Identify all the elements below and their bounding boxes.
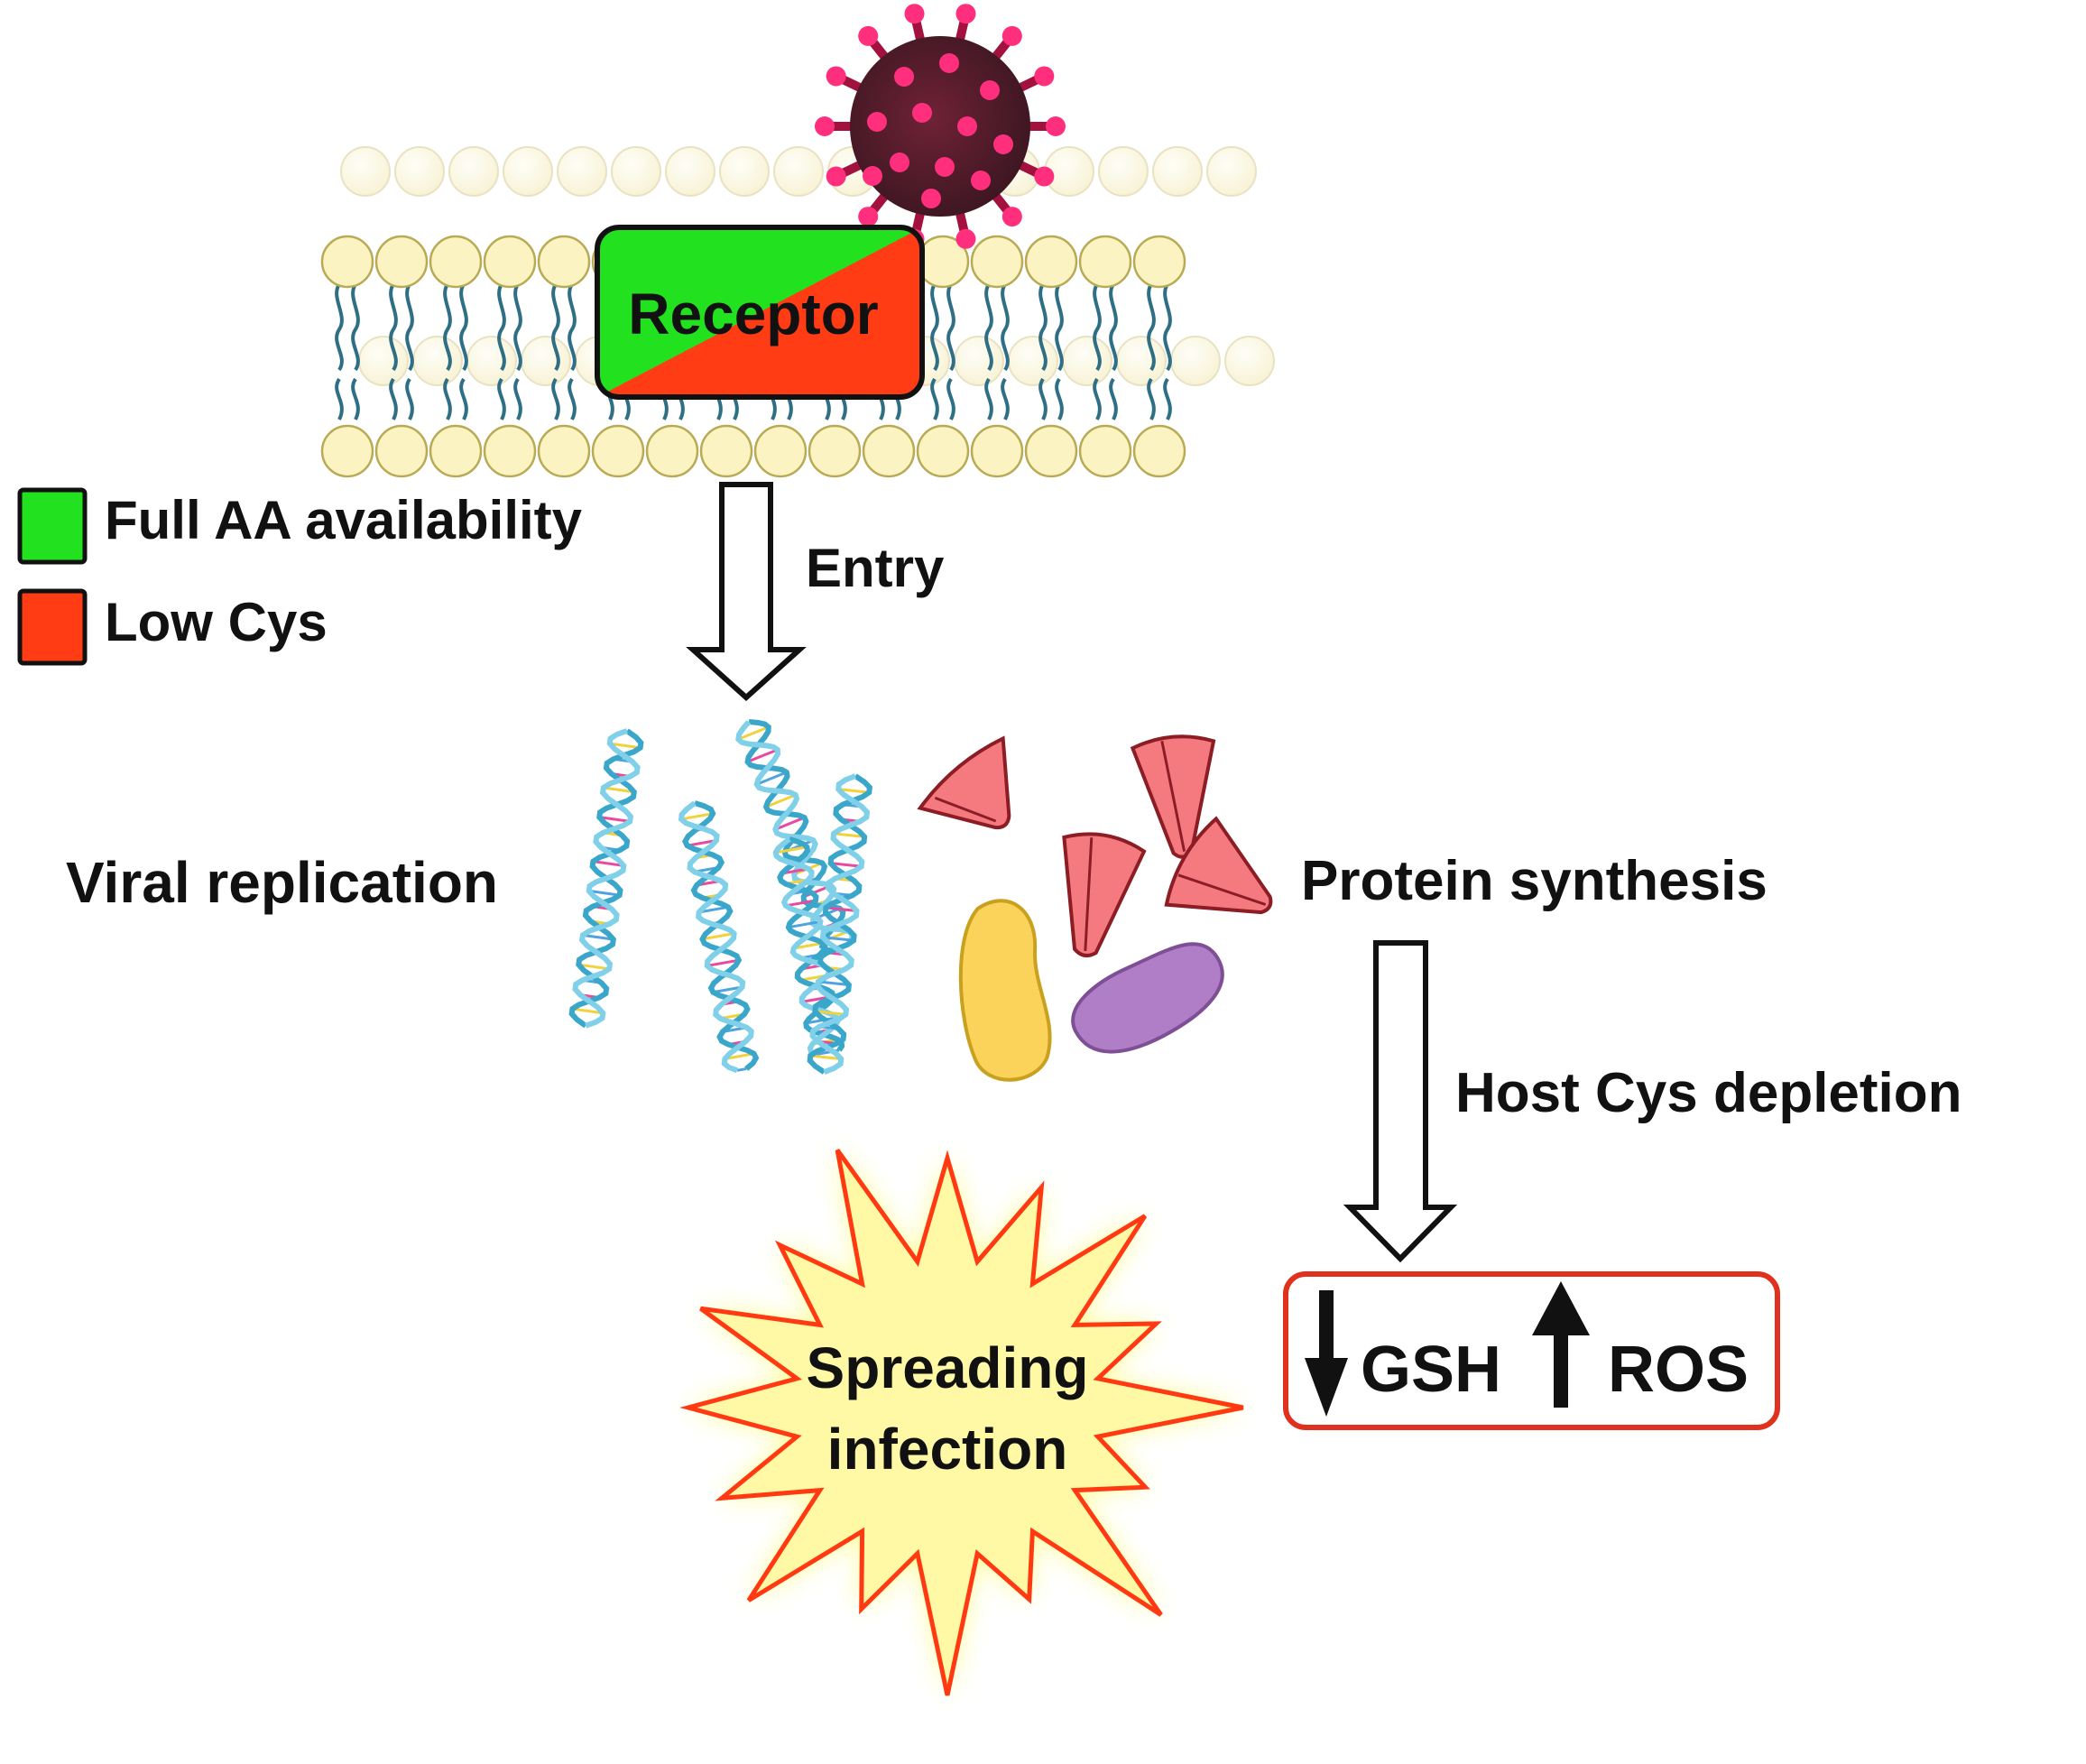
receptor: Receptor bbox=[595, 225, 925, 400]
virus-icon bbox=[815, 4, 1066, 249]
legend: Full AA availability Low Cys bbox=[17, 487, 583, 666]
legend-item-low-cys: Low Cys bbox=[17, 588, 328, 666]
receptor-label: Receptor bbox=[628, 282, 878, 346]
legend-item-full-aa: Full AA availability bbox=[17, 487, 583, 565]
up-arrow-icon bbox=[1532, 1281, 1590, 1408]
viral-replication-label: Viral replication bbox=[66, 850, 498, 915]
entry-arrow bbox=[686, 482, 807, 702]
gsh-ros-box: GSH ROS bbox=[1283, 1271, 1780, 1430]
ribosome-icon bbox=[917, 734, 1273, 1082]
ros-label: ROS bbox=[1608, 1334, 1749, 1406]
spreading-infection-burst: Spreading infection bbox=[679, 1149, 1244, 1696]
dna-helix-icon bbox=[568, 719, 872, 1075]
spreading-line2: infection bbox=[827, 1417, 1068, 1482]
protein-synthesis-label: Protein synthesis bbox=[1301, 850, 1768, 912]
legend-label-full-aa: Full AA availability bbox=[105, 490, 583, 550]
down-arrow-icon bbox=[1305, 1290, 1348, 1417]
legend-swatch-red bbox=[17, 588, 88, 666]
host-depletion-arrow bbox=[1343, 940, 1458, 1263]
legend-label-low-cys: Low Cys bbox=[105, 592, 328, 652]
host-depletion-label: Host Cys depletion bbox=[1455, 1062, 1962, 1124]
spreading-line1: Spreading bbox=[807, 1335, 1089, 1400]
gsh-label: GSH bbox=[1361, 1334, 1501, 1406]
legend-swatch-green bbox=[17, 487, 88, 565]
entry-label: Entry bbox=[806, 538, 945, 598]
